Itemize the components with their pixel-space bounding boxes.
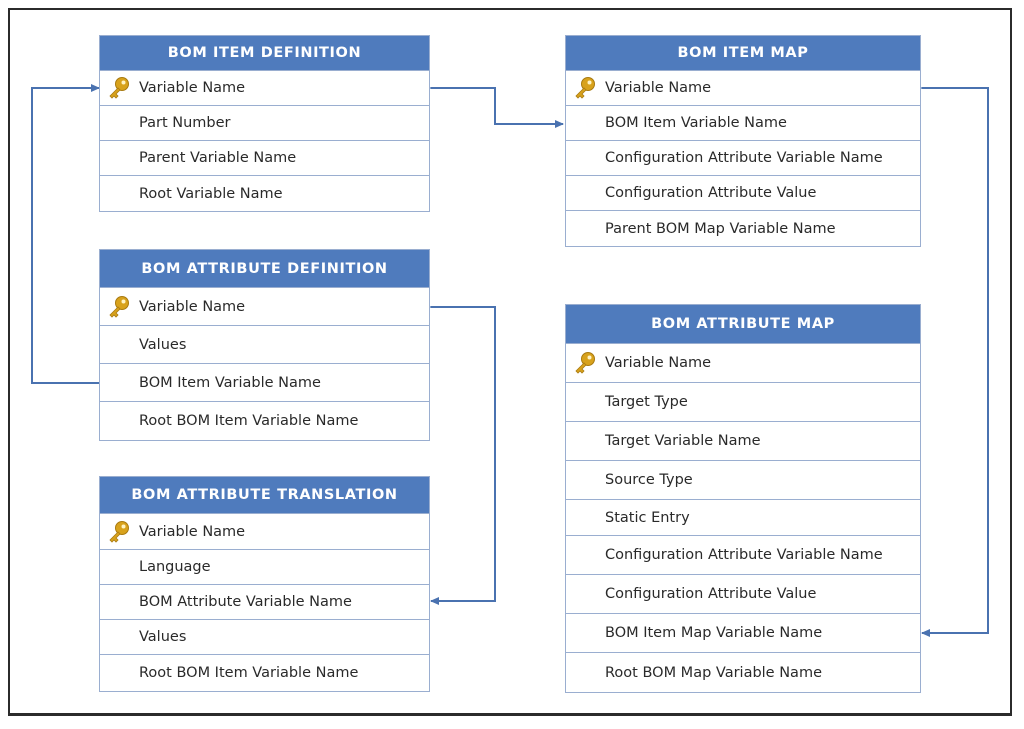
table-bom-attribute-map: BOM ATTRIBUTE MAP Variable Name Target T…	[565, 304, 921, 693]
key-icon	[575, 77, 595, 99]
field-label: Configuration Attribute Variable Name	[605, 547, 883, 563]
table-row-primary-key: Variable Name	[100, 514, 429, 550]
key-icon	[109, 77, 129, 99]
field-label: Variable Name	[139, 523, 246, 540]
field-label: Configuration Attribute Variable Name	[605, 150, 883, 166]
table-row: Source Type	[566, 461, 920, 500]
table-row: Language	[100, 550, 429, 585]
field-label: Variable Name	[139, 298, 246, 315]
field-label: Configuration Attribute Value	[605, 586, 817, 602]
table-row: Root BOM Map Variable Name	[566, 653, 920, 692]
table-row: Parent BOM Map Variable Name	[566, 211, 920, 246]
table-row-primary-key: Variable Name	[100, 71, 429, 106]
field-label: Root BOM Map Variable Name	[605, 664, 822, 681]
table-title: BOM ATTRIBUTE MAP	[566, 305, 920, 344]
table-row: BOM Item Variable Name	[566, 106, 920, 141]
table-row: Target Type	[566, 383, 920, 422]
table-row: Configuration Attribute Value	[566, 176, 920, 211]
field-label: Variable Name	[605, 80, 712, 96]
field-label: Part Number	[139, 115, 231, 131]
table-row: BOM Item Variable Name	[100, 364, 429, 402]
table-row-primary-key: Variable Name	[566, 344, 920, 383]
field-label: BOM Item Variable Name	[605, 115, 787, 131]
connector-attr-def-to-attr-translation	[423, 303, 496, 605]
table-title: BOM ITEM DEFINITION	[100, 36, 429, 71]
field-label: Target Variable Name	[605, 433, 761, 449]
field-label: Parent Variable Name	[139, 150, 297, 166]
table-row: Root Variable Name	[100, 176, 429, 211]
key-icon	[575, 352, 595, 374]
field-label: Values	[139, 629, 187, 645]
field-label: Language	[139, 559, 211, 575]
table-row-primary-key: Variable Name	[100, 288, 429, 326]
field-label: BOM Attribute Variable Name	[139, 594, 352, 610]
connector-item-def-to-attr-def	[31, 84, 107, 387]
field-label: Values	[139, 336, 187, 353]
field-label: Variable Name	[139, 80, 246, 96]
connector-item-map-to-attr-map	[914, 84, 989, 637]
key-icon	[109, 520, 129, 543]
table-row: Part Number	[100, 106, 429, 141]
field-label: Variable Name	[605, 355, 712, 371]
table-row: Configuration Attribute Variable Name	[566, 141, 920, 176]
field-label: Root BOM Item Variable Name	[139, 413, 359, 429]
connector-item-def-to-item-map	[423, 84, 564, 128]
table-row: Configuration Attribute Value	[566, 575, 920, 614]
table-row: BOM Attribute Variable Name	[100, 585, 429, 620]
table-title: BOM ATTRIBUTE TRANSLATION	[100, 477, 429, 514]
table-row: Static Entry	[566, 500, 920, 536]
table-row: BOM Item Map Variable Name	[566, 614, 920, 653]
table-bom-item-definition: BOM ITEM DEFINITION Variable Name Part N…	[99, 35, 430, 212]
table-bom-attribute-translation: BOM ATTRIBUTE TRANSLATION Variable Name …	[99, 476, 430, 692]
table-row: Target Variable Name	[566, 422, 920, 461]
field-label: Root BOM Item Variable Name	[139, 665, 359, 681]
field-label: Root Variable Name	[139, 185, 283, 202]
field-label: Source Type	[605, 472, 693, 488]
table-title: BOM ATTRIBUTE DEFINITION	[100, 250, 429, 288]
table-row: Parent Variable Name	[100, 141, 429, 176]
table-row: Root BOM Item Variable Name	[100, 402, 429, 440]
field-label: Static Entry	[605, 509, 690, 526]
field-label: BOM Item Map Variable Name	[605, 625, 823, 641]
table-row: Values	[100, 620, 429, 655]
key-icon	[109, 295, 129, 318]
table-bom-attribute-definition: BOM ATTRIBUTE DEFINITION Variable Name V…	[99, 249, 430, 441]
table-row: Configuration Attribute Variable Name	[566, 536, 920, 575]
table-row-primary-key: Variable Name	[566, 71, 920, 106]
field-label: BOM Item Variable Name	[139, 374, 321, 391]
table-title: BOM ITEM MAP	[566, 36, 920, 71]
table-row: Root BOM Item Variable Name	[100, 655, 429, 691]
table-bom-item-map: BOM ITEM MAP Variable Name BOM Item Vari…	[565, 35, 921, 247]
field-label: Parent BOM Map Variable Name	[605, 220, 836, 237]
field-label: Target Type	[605, 394, 688, 410]
table-row: Values	[100, 326, 429, 364]
field-label: Configuration Attribute Value	[605, 185, 817, 201]
